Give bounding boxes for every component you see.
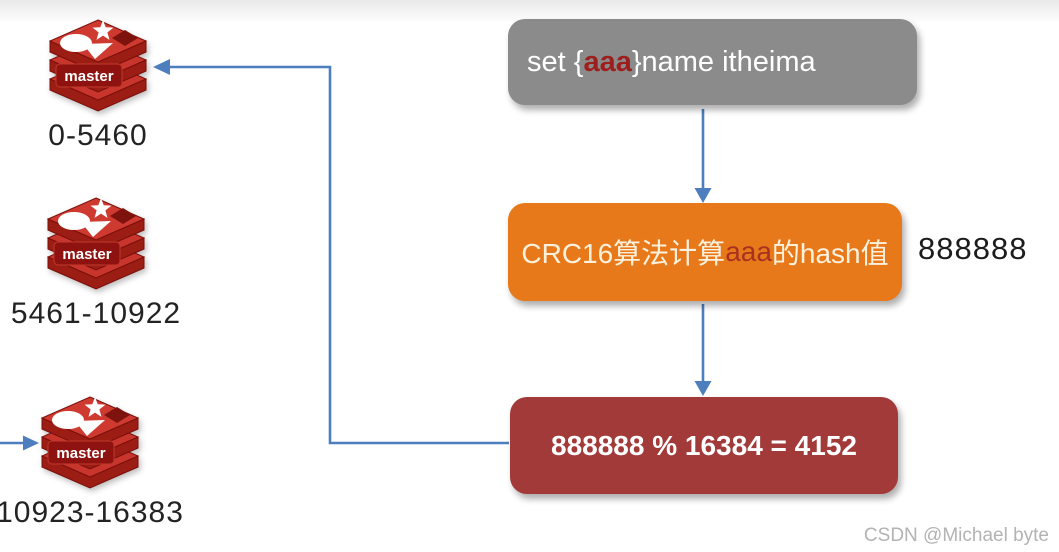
watermark: CSDN @Michael byte (863, 525, 1049, 546)
master-badge: master (55, 63, 123, 88)
arrowhead-down-2 (694, 381, 712, 396)
hash-prefix: CRC16算法计算 (521, 238, 726, 269)
redis-logo-ellipse (60, 34, 92, 52)
slot-range-label: 10923-16383 (0, 496, 184, 529)
redis-master-node-1: master 0-5460 (3, 18, 193, 153)
redis-logo-triangle (83, 43, 113, 59)
set-command-box: set {aaa}name itheima (508, 19, 917, 105)
master-badge-label: master (56, 445, 105, 462)
hash-key: aaa (725, 236, 772, 267)
redis-logo-star (92, 20, 114, 40)
redis-logo-star (84, 397, 106, 417)
command-hash-tag: aaa (583, 45, 632, 78)
command-prefix: set { (527, 45, 584, 78)
master-badge: master (47, 440, 115, 465)
master-badge: master (53, 241, 121, 266)
arrowhead-down-1 (694, 188, 712, 203)
master-badge-label: master (62, 246, 111, 263)
command-suffix: }name itheima (631, 45, 816, 78)
redis-master-icon: master (40, 396, 140, 489)
redis-master-node-3: master 10923-16383 (0, 395, 185, 530)
slot-range-label: 5461-10922 (10, 297, 182, 330)
redis-master-icon: master (48, 19, 148, 112)
arrowhead-right (23, 435, 39, 451)
redis-master-node-2: master 5461-10922 (1, 196, 191, 331)
redis-logo-diamond (110, 208, 136, 224)
arrowhead-left (153, 59, 170, 75)
redis-logo-ellipse (52, 411, 84, 429)
redis-logo-star (90, 198, 112, 218)
redis-logo-triangle (75, 420, 105, 436)
hash-suffix: 的hash值 (771, 238, 889, 269)
redis-logo-diamond (104, 407, 130, 423)
slot-range-label: 0-5460 (48, 119, 148, 152)
master-badge-label: master (64, 68, 113, 85)
slot-calc-box: 888888 % 16384 = 4152 (510, 397, 898, 494)
redis-master-icon: master (46, 197, 146, 290)
redis-logo-triangle (81, 221, 111, 237)
slot-calc-text: 888888 % 16384 = 4152 (551, 429, 857, 461)
hash-value-label: 888888 (918, 231, 1028, 266)
arrow-slot-to-master1 (170, 65, 509, 445)
redis-logo-ellipse (58, 212, 90, 230)
redis-logo-diamond (112, 30, 138, 46)
